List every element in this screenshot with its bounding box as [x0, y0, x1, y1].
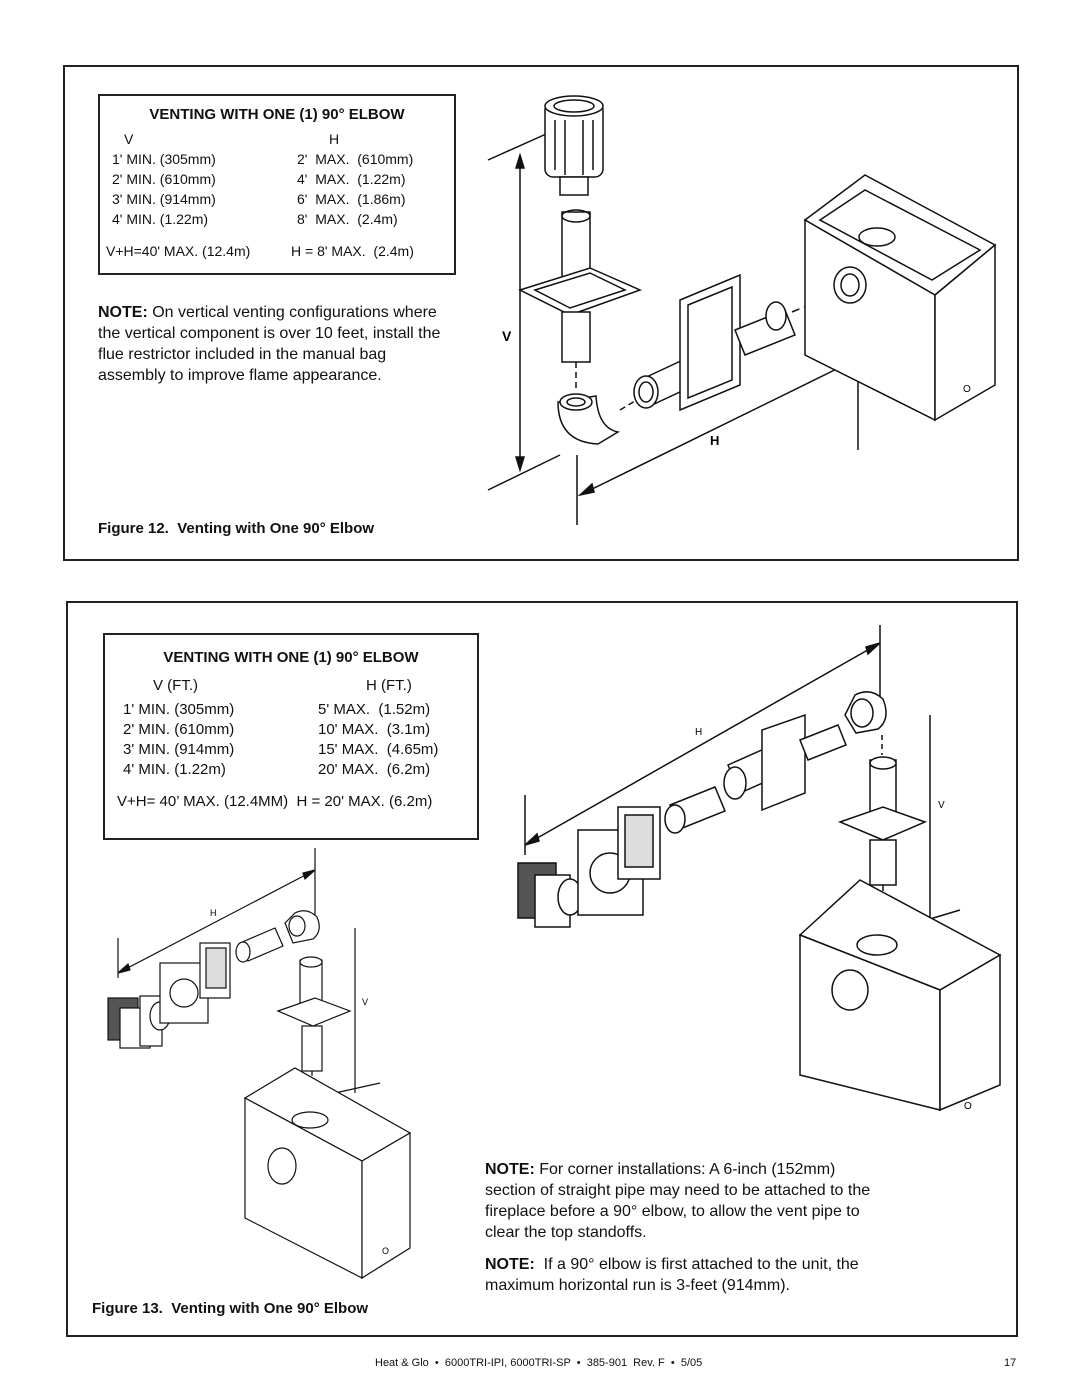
fig13-note-2-label: NOTE: [485, 1256, 535, 1273]
fig13-row-3-h: 15' MAX. (4.65m) [318, 741, 439, 758]
figure-13-frame [66, 601, 1018, 1337]
fig13-row-1-v: 1' MIN. (305mm) [123, 701, 235, 718]
fig13-row-2-h: 10' MAX. (3.1m) [318, 721, 431, 738]
fig13-note-1-label: NOTE: [485, 1161, 535, 1178]
footer-text: Heat & Glo • 6000TRI-IPI, 6000TRI-SP • 3… [375, 1357, 703, 1369]
fig13-row-1-h: 5' MAX. (1.52m) [318, 701, 431, 718]
fig13-row-4-v: 4' MIN. (1.22m) [123, 761, 226, 778]
fig12-note: NOTE: On vertical venting configurations… [98, 302, 458, 386]
fig13-right-label-o: O [964, 1101, 972, 1112]
fig12-row-4-h: 8' MAX. (2.4m) [297, 211, 398, 227]
fig13-col-h-header: H (FT.) [366, 677, 412, 694]
fig12-row-4-v: 4' MIN. (1.22m) [112, 211, 209, 227]
fig12-row-1-h: 2' MAX. (610mm) [297, 151, 414, 167]
fig13-left-label-o: O [382, 1246, 389, 1256]
fig12-col-v-header: V [124, 131, 134, 147]
fig12-caption-text: Venting with One 90° Elbow [168, 520, 375, 537]
fig13-caption-text: Venting with One 90° Elbow [162, 1300, 369, 1317]
fig12-row-3-h: 6' MAX. (1.86m) [297, 191, 406, 207]
fig13-left-label-v: V [362, 997, 368, 1007]
fig13-venting-table: VENTING WITH ONE (1) 90° ELBOW V (FT.) H… [103, 633, 479, 840]
fig13-total: V+H= 40’ MAX. (12.4MM) H = 20' MAX. (6.2… [117, 793, 433, 810]
fig13-drawing-left: H V O [107, 848, 412, 1280]
fig12-label-o: O [963, 384, 971, 395]
fig13-right-label-h: H [695, 727, 702, 738]
fig13-row-2-v: 2' MIN. (610mm) [123, 721, 235, 738]
fig12-total-h: H = 8' MAX. (2.4m) [291, 243, 414, 259]
fig12-total-v: V+H=40' MAX. (12.4m) [106, 243, 251, 259]
fig12-row-1-v: 1' MIN. (305mm) [112, 151, 216, 167]
fig12-note-text: On vertical venting configurations where… [98, 304, 441, 384]
fig12-label-v: V [502, 328, 512, 344]
fig12-note-label: NOTE: [98, 304, 148, 321]
fig12-drawing: V H O [487, 95, 997, 525]
fig13-right-label-v: V [938, 800, 945, 811]
fig13-note-2-text: If a 90° elbow is first attached to the … [485, 1256, 864, 1294]
fig13-table-title: VENTING WITH ONE (1) 90° ELBOW [163, 649, 419, 666]
fig13-row-4-h: 20' MAX. (6.2m) [318, 761, 431, 778]
fig13-row-3-v: 3' MIN. (914mm) [123, 741, 235, 758]
fig12-label-h: H [710, 433, 719, 448]
fig13-note-1-text: For corner installations: A 6-inch (152m… [485, 1161, 871, 1241]
fig12-venting-table: VENTING WITH ONE (1) 90° ELBOW V H 1' MI… [98, 94, 456, 275]
fig12-row-3-v: 3' MIN. (914mm) [112, 191, 216, 207]
fig13-note-2: NOTE: If a 90° elbow is first attached t… [485, 1254, 885, 1296]
page-number: 17 [1004, 1357, 1017, 1369]
fig12-caption: Figure 12. Venting with One 90° Elbow [98, 520, 374, 537]
fig12-caption-fig: Figure 12. [98, 520, 169, 537]
fig13-left-label-h: H [210, 908, 217, 918]
figure-12-frame [63, 65, 1019, 561]
fig13-note-1: NOTE: For corner installations: A 6-inch… [485, 1159, 885, 1243]
fig13-caption-fig: Figure 13. [92, 1300, 163, 1317]
fig12-row-2-v: 2' MIN. (610mm) [112, 171, 216, 187]
fig13-col-v-header: V (FT.) [153, 677, 198, 694]
fig13-caption: Figure 13. Venting with One 90° Elbow [92, 1300, 368, 1317]
fig12-row-2-h: 4' MAX. (1.22m) [297, 171, 406, 187]
fig12-col-h-header: H [329, 131, 340, 147]
fig13-drawing-right: H V O [517, 625, 1002, 1112]
fig12-table-title: VENTING WITH ONE (1) 90° ELBOW [149, 106, 405, 123]
